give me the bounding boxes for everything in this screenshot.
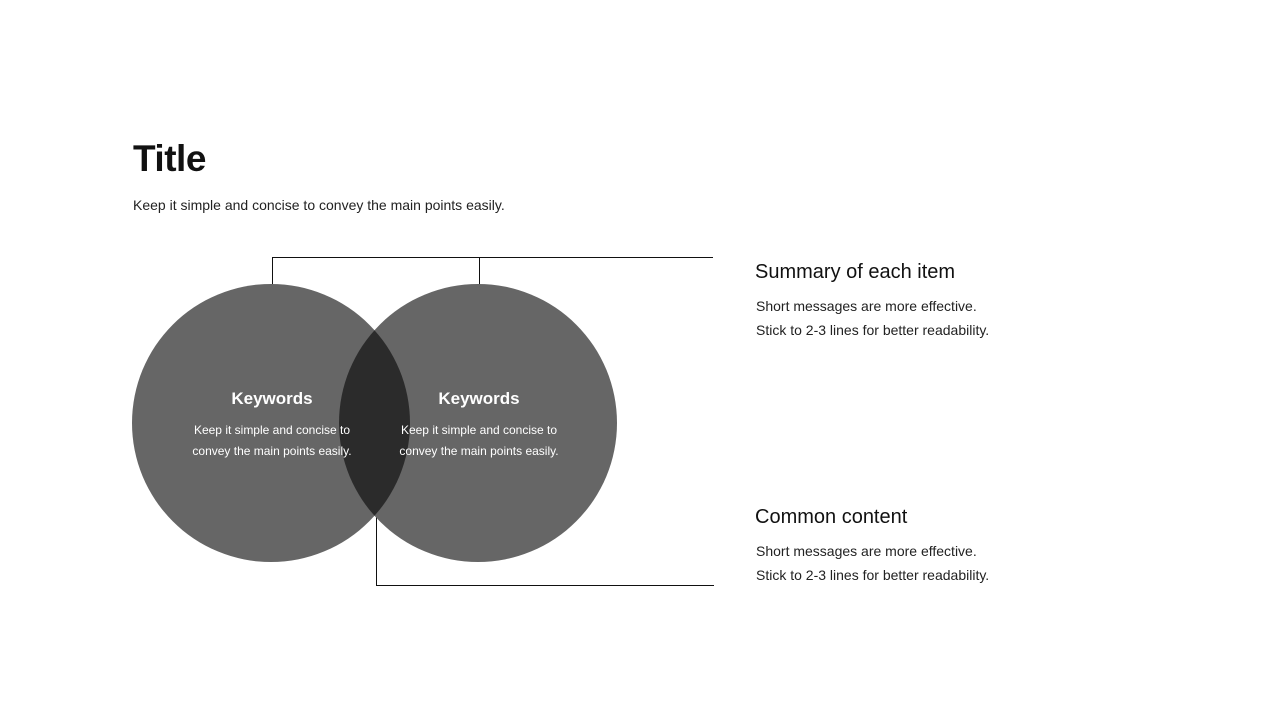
summary-heading: Summary of each item (755, 261, 956, 283)
summary-body: Short messages are more effective. Stick… (755, 294, 1175, 342)
venn-left-circle (132, 284, 410, 562)
summary-line-1: Short messages are more effective. (756, 298, 977, 314)
right-desc-line2: convey the main points easily. (399, 444, 558, 458)
right-keyword: Keywords (438, 389, 519, 408)
bottom-connector-line (376, 516, 714, 586)
left-desc-line2: convey the main points easily. (192, 444, 351, 458)
common-content-heading: Common content (755, 506, 908, 528)
slide-title: Title (133, 138, 206, 179)
summary-line-2: Stick to 2-3 lines for better readabilit… (756, 322, 990, 338)
top-connector-line (272, 257, 713, 285)
summary-block: Summary of each item Short messages are … (755, 259, 1175, 342)
left-keyword: Keywords (231, 389, 312, 408)
venn-right-circle (339, 284, 617, 562)
common-content-line-1: Short messages are more effective. (756, 543, 977, 559)
left-desc-line1: Keep it simple and concise to (194, 423, 350, 437)
common-content-line-2: Stick to 2-3 lines for better readabilit… (756, 567, 990, 583)
right-desc-line1: Keep it simple and concise to (401, 423, 557, 437)
common-content-block: Common content Short messages are more e… (755, 504, 1175, 587)
common-content-body: Short messages are more effective. Stick… (755, 539, 1175, 587)
slide-subtitle: Keep it simple and concise to convey the… (133, 197, 505, 213)
